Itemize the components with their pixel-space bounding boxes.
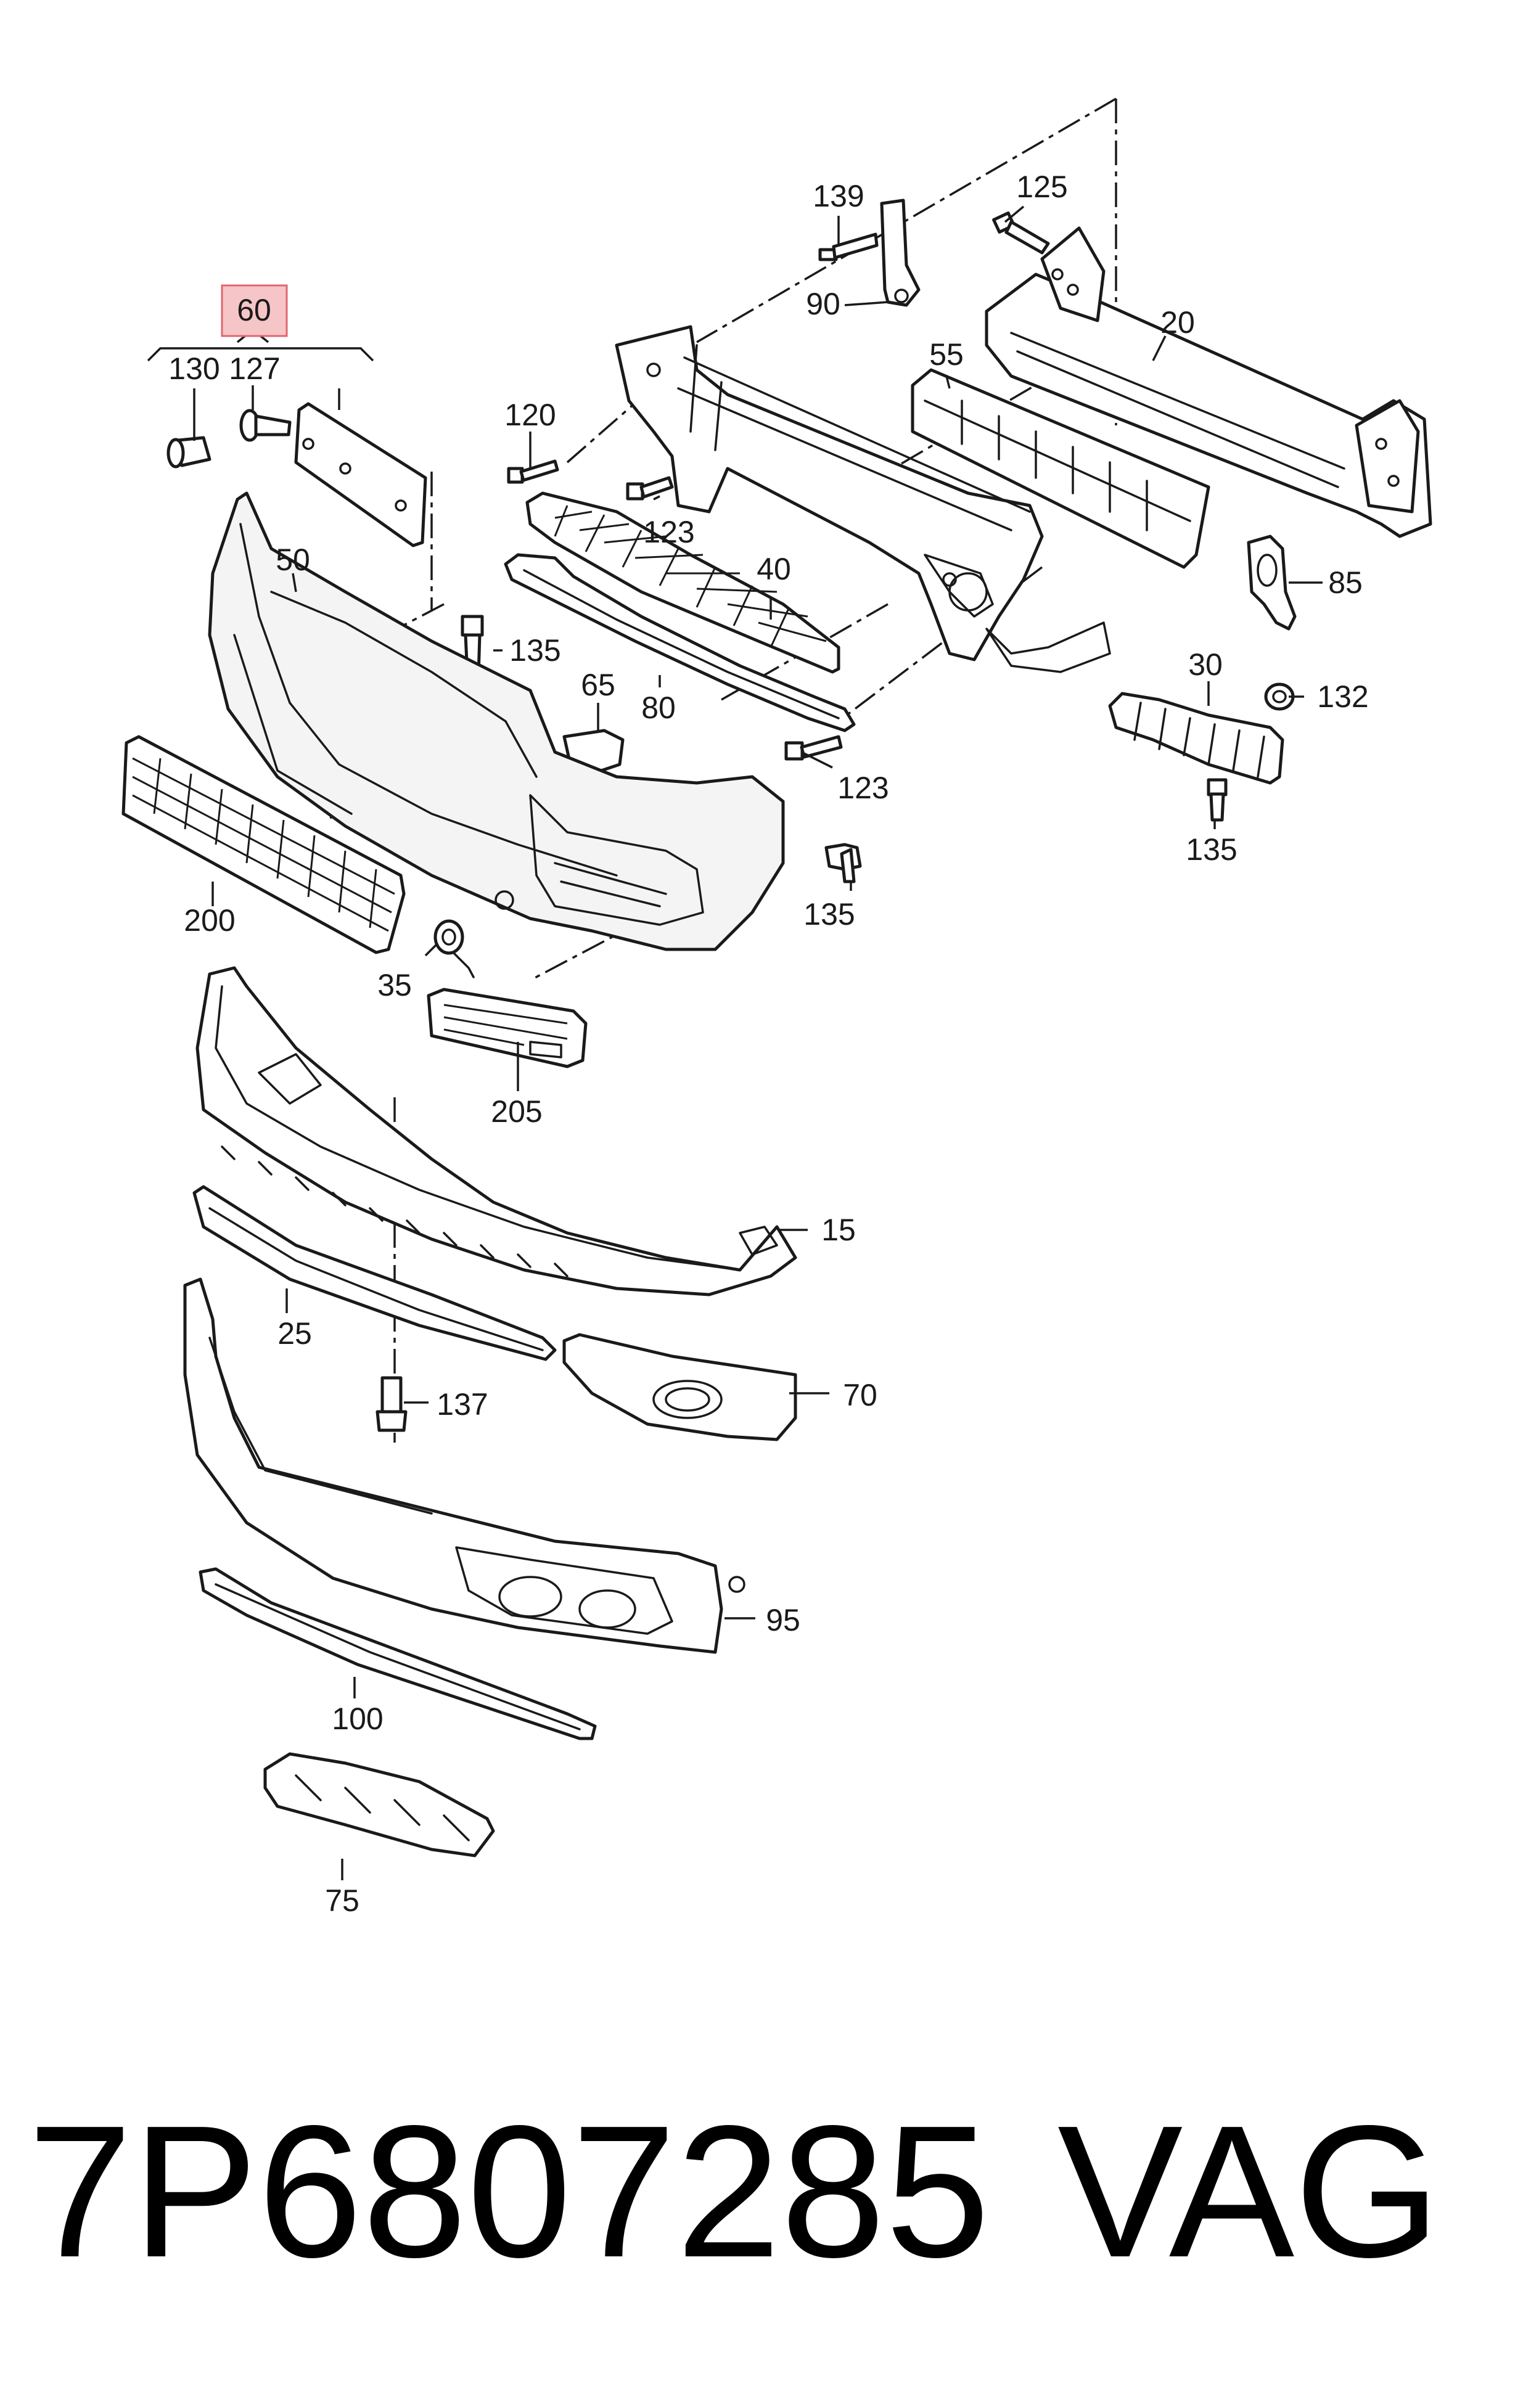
callout-123-lower: 123	[837, 771, 889, 805]
callout-35: 35	[377, 968, 412, 1002]
callout-90: 90	[806, 287, 840, 321]
callout-65: 65	[581, 668, 615, 702]
part-60-plate-bracket	[294, 402, 427, 547]
part-55-impact-absorber	[911, 368, 1210, 569]
bolt-139	[818, 232, 879, 261]
part-80-trim-strip	[504, 553, 856, 732]
callout-80: 80	[641, 690, 676, 725]
lock-carrier	[615, 325, 1111, 673]
callout-25: 25	[277, 1316, 312, 1351]
callout-55: 55	[929, 337, 964, 372]
callout-135-side: 135	[803, 897, 855, 932]
bolt-135-right	[1207, 778, 1228, 822]
callout-130: 130	[168, 351, 220, 386]
callout-132: 132	[1317, 679, 1368, 714]
part-95-spoiler	[183, 1277, 745, 1654]
screw-127	[239, 409, 292, 442]
brand-label: VAG	[1057, 2086, 1441, 2296]
part-50-bumper-cover	[208, 491, 785, 951]
callout-85: 85	[1328, 565, 1363, 600]
callout-200: 200	[184, 903, 235, 938]
callout-75: 75	[325, 1883, 359, 1918]
callout-137: 137	[437, 1387, 488, 1422]
part-205-fog-grille	[427, 988, 588, 1068]
bolt-123-upper	[626, 476, 674, 501]
highlight-box-60	[221, 284, 288, 337]
bolt-123-lower	[784, 735, 843, 761]
callout-60: 60	[237, 293, 271, 327]
callout-139: 139	[813, 179, 864, 213]
callout-40: 40	[757, 552, 791, 586]
part-35-cap	[433, 919, 475, 978]
clip-130	[166, 436, 211, 469]
part-15-reinforcement	[195, 966, 797, 1296]
callout-50: 50	[276, 543, 310, 577]
callout-205: 205	[491, 1094, 542, 1129]
part-20-crossmember	[985, 226, 1432, 538]
part-25-trim	[192, 1185, 557, 1361]
callout-135-right: 135	[1186, 832, 1237, 867]
callout-70: 70	[843, 1378, 877, 1412]
callout-135-upper: 135	[509, 633, 560, 668]
leader-lines	[147, 205, 1323, 1880]
callout-15: 15	[821, 1213, 856, 1247]
callout-123-upper: 123	[643, 515, 694, 549]
callout-labels: 60 139 125 90 20 55 130 127 120 123 40 5…	[168, 170, 1368, 1918]
part-40-upper-grille	[525, 491, 840, 674]
callout-120: 120	[504, 398, 556, 432]
callout-125: 125	[1016, 170, 1067, 204]
bolt-137	[376, 1376, 408, 1432]
callout-95: 95	[766, 1603, 800, 1637]
callout-30: 30	[1188, 647, 1223, 682]
bolt-135-side	[824, 843, 862, 883]
bolt-120	[507, 459, 559, 484]
part-30-guide-bracket	[1108, 692, 1284, 785]
part-75-undertray	[263, 1752, 495, 1857]
part-90-bracket	[880, 199, 921, 307]
callout-127: 127	[229, 351, 280, 386]
callout-100: 100	[332, 1702, 383, 1736]
part-70-fog-trim	[562, 1333, 797, 1441]
part-200-lower-grille	[121, 735, 406, 954]
part-number-label: 7P6807285	[28, 2086, 990, 2296]
callout-20: 20	[1160, 305, 1195, 340]
part-100-strip	[199, 1567, 597, 1740]
bolt-125	[992, 211, 1050, 255]
part-85-bracket	[1247, 534, 1297, 631]
clip-132	[1264, 682, 1295, 711]
